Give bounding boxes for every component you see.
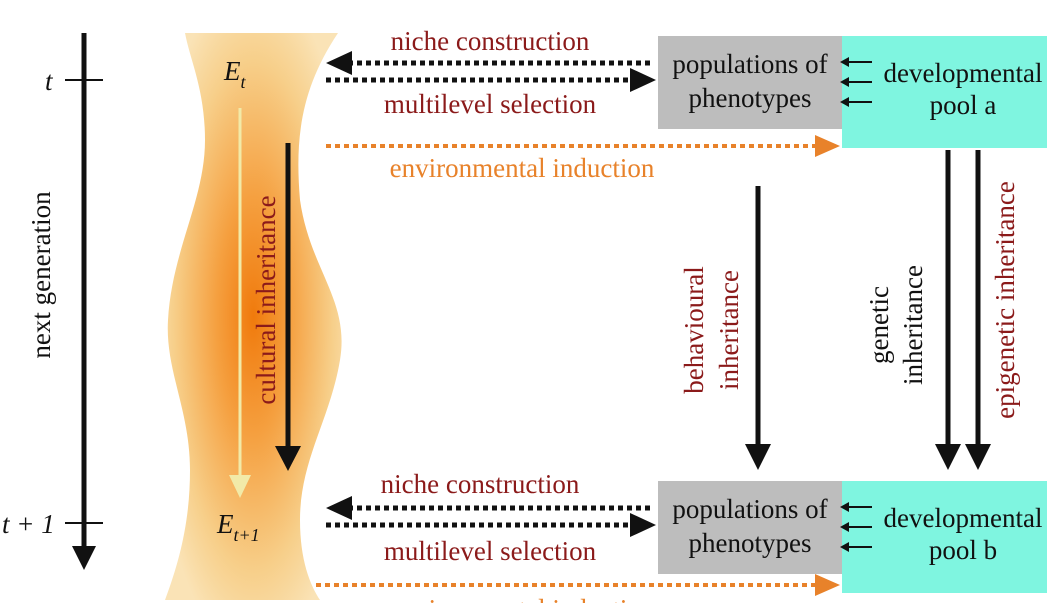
label-environmental-induction-upper: environmental induction [390,153,655,183]
niche-construction-arrow-lower-head [326,496,352,520]
pool-box-upper [842,36,1047,148]
label-cultural-inheritance: cultural inheritance [251,195,281,404]
timeline-arrow-head [72,546,96,570]
label-niche-construction-upper: niche construction [391,26,590,56]
epigenetic-inheritance-arrow-head [965,444,991,470]
pool-upper-line2: pool a [930,90,997,120]
pool-lower-line2: pool b [929,535,997,565]
axis-label-next-generation: next generation [26,191,56,359]
pool-box-lower [842,481,1047,593]
pool-to-phenotype-arrow-4-head [840,502,849,512]
pool-to-phenotype-arrow-2-head [840,77,849,87]
environment-trend-arrow-head [229,475,251,498]
pool-to-phenotype-arrow-6-head [840,542,849,552]
environment-band [165,33,342,600]
phenotypes-box-lower [658,481,842,574]
label-genetic-inheritance: inheritance [898,265,928,385]
pool-to-phenotype-arrow-3-head [840,97,849,107]
pool-to-phenotype-arrow-1-head [840,57,849,67]
environmental-induction-arrow-upper-head [815,135,840,157]
tick-label-t1: t + 1 [2,509,55,539]
label-multilevel-selection-upper: multilevel selection [384,89,597,119]
cultural-inheritance-arrow-head [275,446,301,471]
pool-upper-line1: developmental [884,58,1043,88]
label-behavioural: behavioural [679,266,709,393]
phenotypes-upper-line2: phenotypes [689,83,812,113]
label-e-t1: Et+1 [216,509,260,545]
label-e-t: Et [223,56,247,92]
multilevel-selection-arrow-upper-head [630,68,656,92]
genetic-inheritance-arrow-head [935,444,961,470]
label-genetic: genetic [864,286,894,364]
label-multilevel-selection-lower: multilevel selection [384,536,597,566]
label-environmental-induction-lower: environmental induction [390,594,655,603]
phenotypes-lower-line1: populations of [672,494,827,524]
label-behavioural-inheritance: inheritance [714,270,744,390]
pool-to-phenotype-arrow-5-head [840,522,849,532]
tick-label-t: t [45,66,54,96]
phenotypes-lower-line2: phenotypes [689,528,812,558]
pool-lower-line1: developmental [884,503,1043,533]
label-epigenetic-inheritance: epigenetic inheritance [990,181,1020,419]
environmental-induction-arrow-lower-head [815,574,840,596]
label-niche-construction-lower: niche construction [381,469,580,499]
niche-construction-arrow-upper-head [326,51,352,75]
behavioural-inheritance-arrow-head [745,444,771,470]
phenotypes-upper-line1: populations of [672,49,827,79]
phenotypes-box-upper [658,36,842,129]
multilevel-selection-arrow-lower-head [630,513,656,537]
